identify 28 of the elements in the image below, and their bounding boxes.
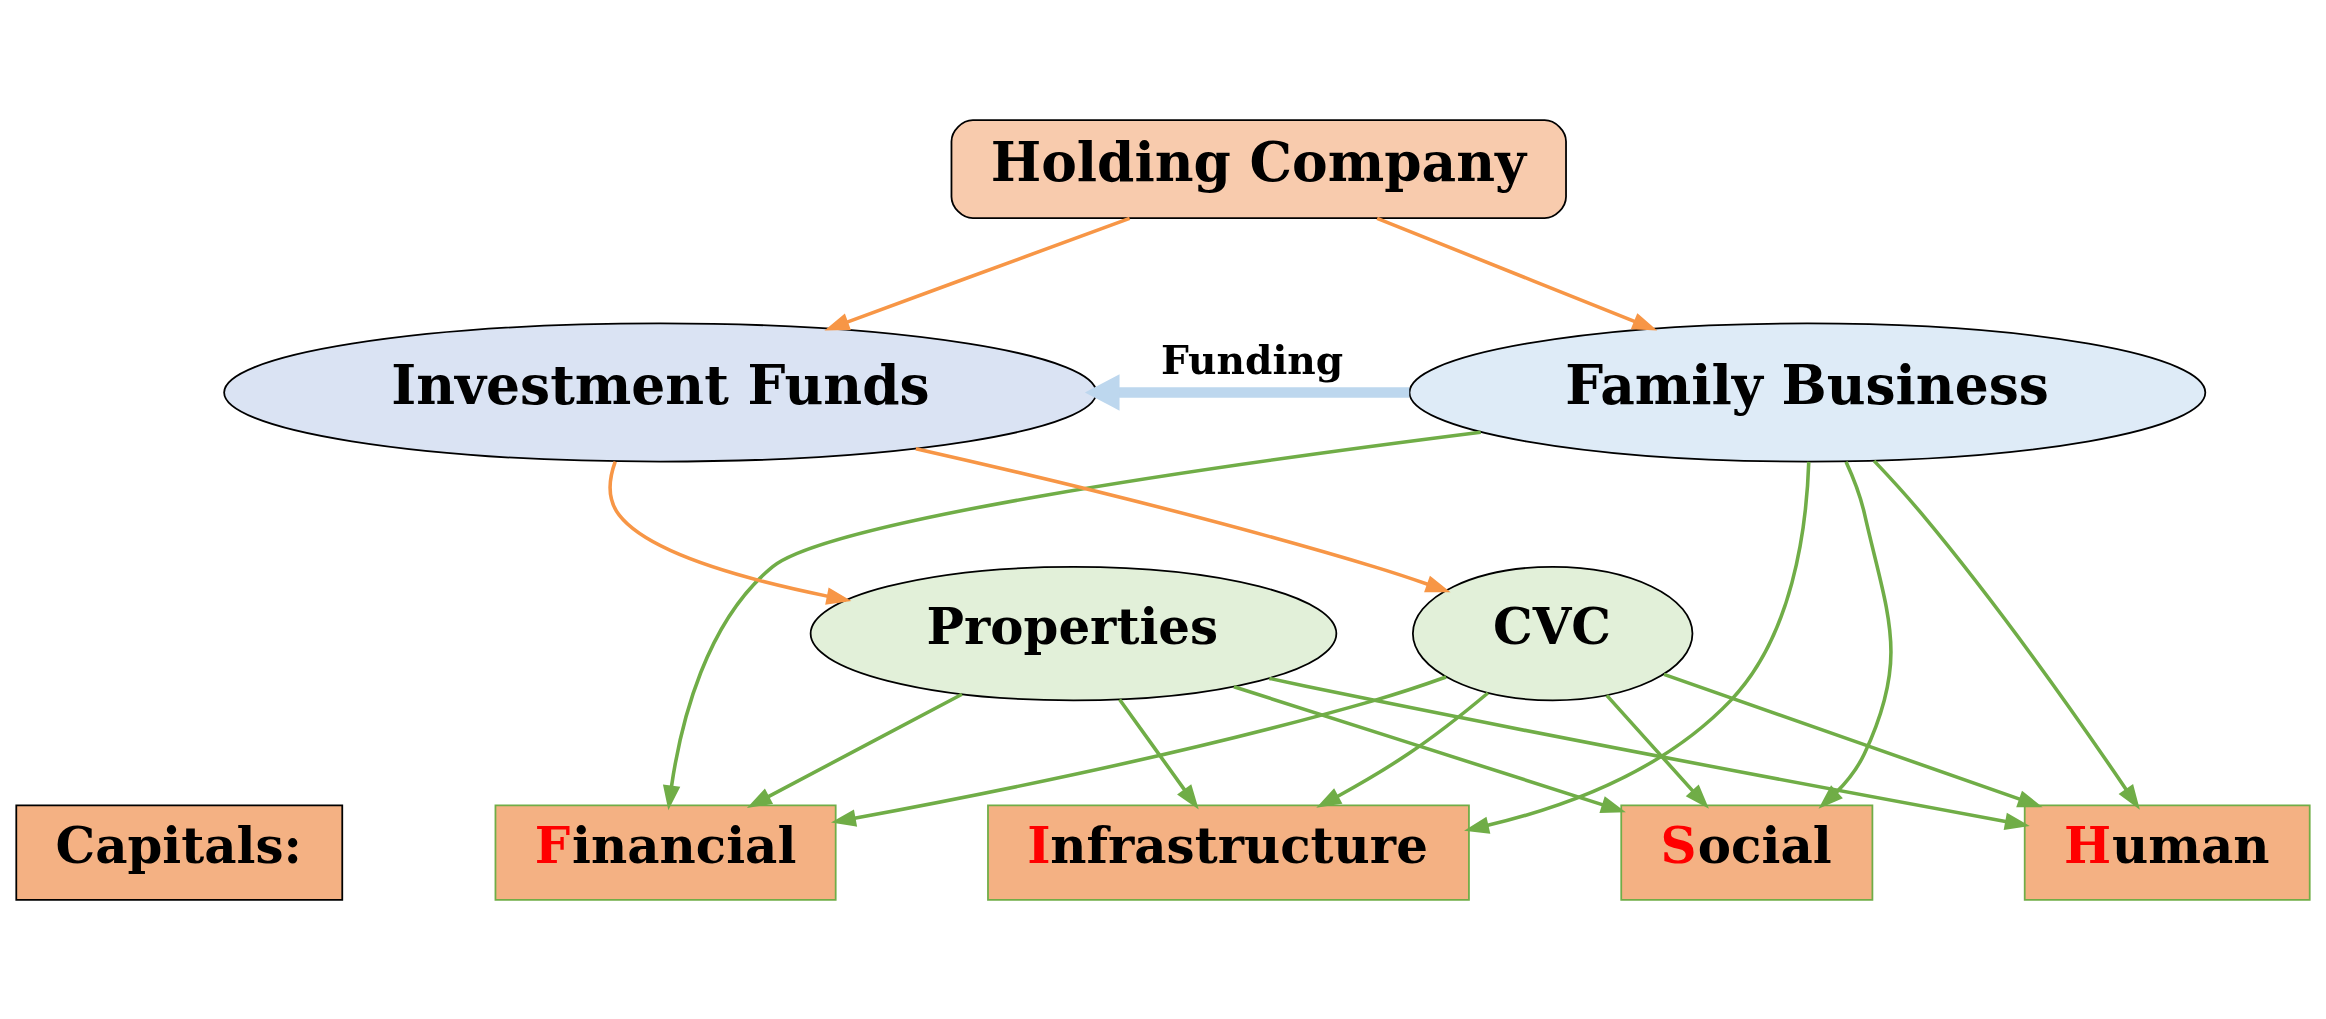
arrow xyxy=(1233,684,1626,813)
arrow xyxy=(1268,676,2030,830)
arrow xyxy=(915,446,1451,592)
node-ellipse: Properties xyxy=(809,565,1338,701)
arrow xyxy=(830,674,1447,827)
node-box: Holding Company xyxy=(950,118,1567,219)
node-ellipse: Family Business xyxy=(1408,322,2207,462)
arrow xyxy=(662,429,1481,810)
node-box: Infrastructure xyxy=(987,804,1470,901)
arrow xyxy=(1084,373,1410,411)
node-box: Capitals: xyxy=(15,804,344,901)
arrow xyxy=(824,216,1131,330)
arrow xyxy=(746,692,963,808)
edge-label: Funding xyxy=(1160,336,1344,383)
node-box: Social xyxy=(1620,804,1874,901)
node-box: Financial xyxy=(494,804,837,901)
arrow xyxy=(1376,216,1658,331)
arrow xyxy=(1872,459,2140,810)
arrow xyxy=(1663,672,2043,807)
arrow xyxy=(1818,460,1893,809)
node-box: Human xyxy=(2023,804,2311,901)
arrow xyxy=(1464,461,1811,834)
arrow xyxy=(1316,691,1490,808)
node-ellipse: CVC xyxy=(1411,565,1694,701)
node-ellipse: Investment Funds xyxy=(223,322,1098,462)
arrow xyxy=(1605,693,1709,809)
arrow xyxy=(1118,697,1199,810)
arrow xyxy=(608,460,852,605)
